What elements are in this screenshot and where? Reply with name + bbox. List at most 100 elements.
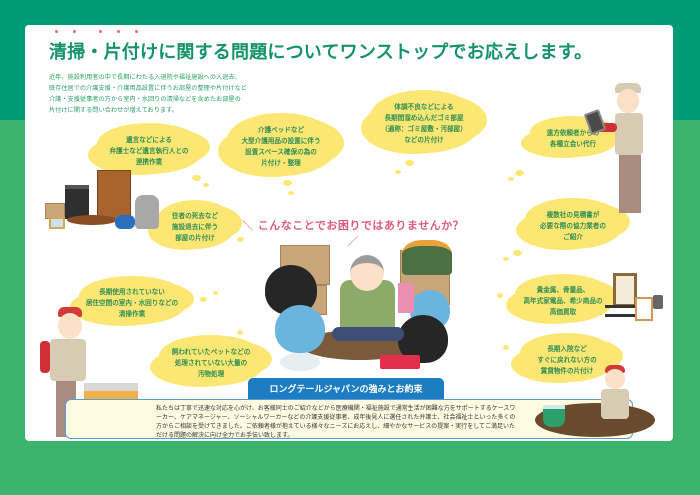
- bubble-will: 遺言などによる 弁護士など遺言執行人との 連携作業: [95, 128, 203, 174]
- sword-rack: [605, 305, 639, 317]
- intro-text: 近年、施設利用者の中で長期にわたる入退院や福祉施設への入退去、 既存住居での介護…: [49, 72, 289, 116]
- bubble-puff: [497, 293, 503, 298]
- bubble-line: 居住空間の室内・水回りなどの: [85, 298, 179, 307]
- bubble-puff: [395, 170, 401, 174]
- bubble-line: 汚物処理: [197, 369, 225, 378]
- elderly-man-head: [350, 255, 384, 291]
- bubble-puff: [288, 191, 294, 195]
- bubble-unused-home: 長期使用されていない 居住空間の室内・水回りなどの 清掃作業: [77, 281, 187, 325]
- bubble-line: 各種立会い代行: [549, 140, 597, 148]
- worker-arm: [40, 341, 50, 373]
- bubble-puff: [515, 170, 524, 176]
- worker-vest: [601, 389, 629, 419]
- clipboard-icon: [635, 297, 653, 321]
- bubble-line: 住者の死去など: [171, 211, 219, 220]
- bubble-puff: [283, 180, 292, 186]
- antiques-illustration: [605, 273, 665, 333]
- bubble-line: 介護ベッドなど: [257, 126, 305, 134]
- bubble-puff: [503, 345, 509, 350]
- bubble-pet: 飼われていたペットなどの 処理されていない大量の 汚物処理: [157, 340, 265, 386]
- worker-head: [605, 369, 625, 389]
- intro-line: 既存住居での介護支援・介護用品設置に伴うお部屋の整理や片付けなど: [49, 85, 247, 92]
- bubble-puff: [513, 250, 522, 256]
- bubble-puff: [237, 330, 243, 335]
- worker-head: [617, 89, 639, 113]
- bubble-line: 弁護士など遺言執行人との: [109, 146, 189, 155]
- bubble-line: 施設退去に伴う: [171, 222, 219, 231]
- red-box: [380, 355, 420, 369]
- floor-cleaning-illustration: [535, 365, 665, 441]
- bubble-puff: [508, 177, 514, 181]
- bubble-line: 設置スペース確保の為の: [245, 148, 317, 156]
- emphasis-dots: [49, 30, 249, 36]
- bubble-line: （通称：ゴミ屋敷・汚部屋）: [381, 125, 467, 133]
- intro-line: 片付けに関する問い合わせが増えております。: [49, 107, 178, 114]
- shopping-bag: [398, 283, 414, 313]
- buddhist-altar: [65, 185, 89, 219]
- blue-bag: [115, 215, 135, 229]
- cluttered-room-illustration: [260, 235, 460, 375]
- headline-slash-right: ／: [347, 235, 359, 248]
- bubble-precious: 貴金属、骨董品、 高年式家電品、希少商品の 高価買取: [513, 279, 613, 323]
- massage-chair: [135, 195, 159, 229]
- worker-cap: [58, 307, 82, 317]
- promise-body: 私たちは丁寧で迅速な対応を心がけ、お客様同士のご紹介などから医療機関・福祉施設で…: [156, 405, 516, 439]
- intro-line: 介護・支援従事者の方から室内・水回りの清掃などを含めたお部屋の: [49, 96, 241, 103]
- bubble-line: 部屋の片付け: [175, 233, 215, 242]
- intro-line: 近年、施設利用者の中で長期にわたる入退院や福祉施設への入退去、: [49, 74, 241, 81]
- hanging-scroll: [613, 273, 637, 307]
- bubble-line: 賃貸物件の片付け: [540, 366, 594, 375]
- bubble-line: すぐに戻れない方の: [537, 355, 597, 364]
- bubble-puff: [213, 291, 218, 295]
- bubble-puff: [503, 257, 509, 261]
- bucket-icon: [543, 405, 565, 427]
- bubble-line: 清掃作業: [118, 309, 146, 318]
- trash-bag-blue: [275, 305, 325, 353]
- bubble-line: 長期使用されていない: [99, 287, 165, 296]
- plastic-bottles: [280, 353, 320, 371]
- bubble-puff: [405, 160, 414, 166]
- bubble-line: 長期入院など: [547, 344, 587, 353]
- bubble-trash-room: 体調不良などによる 長期間溜め込んだゴミ部屋 （通称：ゴミ屋敷・汚部屋） などの…: [368, 95, 480, 153]
- flyer-card: 清掃・片付けに関する問題についてワンストップでお応えします。 近年、施設利用者の…: [25, 25, 673, 441]
- bubble-line: 貴金属、骨董品、: [536, 285, 590, 294]
- center-headline: ＼ こんなことでお困りではありませんか？ ／: [238, 217, 468, 249]
- bubble-estimates: 複数社の見積書が 必要な際の協力業者の ご紹介: [523, 203, 623, 249]
- bubble-line: 大型介護用品の設置に伴う: [241, 137, 321, 145]
- wardrobe: [97, 170, 131, 220]
- bubble-line: 高価買取: [549, 307, 577, 316]
- low-table: [67, 215, 117, 225]
- worker-head: [58, 313, 82, 339]
- page-title: 清掃・片付けに関する問題についてワンストップでお応えします。: [49, 42, 593, 63]
- bubble-puff: [200, 297, 207, 302]
- bubble-line: 遺言などによる: [126, 135, 172, 144]
- headline-slash-left: ＼: [241, 219, 254, 232]
- bubble-puff: [237, 237, 244, 242]
- bubble-line: 体調不良などによる: [394, 103, 454, 111]
- bubble-rental: 長期入院など すぐに戻れない方の 賃貸物件の片付け: [518, 338, 616, 382]
- worker-vest: [615, 113, 643, 155]
- bubble-puff: [192, 175, 201, 181]
- furniture-illustration: [45, 165, 165, 235]
- bubble-line: 長期間溜め込んだゴミ部屋: [384, 114, 464, 122]
- bubble-puff: [203, 183, 209, 187]
- worker-with-tablet-illustration: [583, 83, 665, 223]
- calculator-icon: [653, 295, 663, 309]
- bubble-line: 片付け・整理: [261, 159, 301, 167]
- title-block: 清掃・片付けに関する問題についてワンストップでお応えします。: [49, 30, 593, 64]
- elderly-man-legs: [332, 327, 404, 341]
- picture-frame: [49, 217, 65, 229]
- bubble-line: 連携作業: [135, 157, 163, 166]
- bubble-line: 遠方依頼者からの: [546, 129, 600, 137]
- bubble-deceased: 住者の死去など 施設退去に伴う 部屋の片付け: [155, 205, 235, 249]
- worker-arm: [595, 123, 617, 132]
- worker-cap: [615, 83, 641, 93]
- bubble-line: などの片付け: [404, 136, 444, 144]
- worker-legs: [619, 155, 641, 213]
- bubble-care-bed: 介護ベッドなど 大型介護用品の設置に伴う 設置スペース確保の為の 片付け・整理: [225, 118, 337, 176]
- bubble-line: 必要な際の協力業者の: [540, 221, 606, 230]
- worker-vest: [50, 339, 86, 381]
- bubble-line: 高年式家電品、希少商品の: [523, 296, 603, 305]
- bubble-line: ご紹介: [563, 232, 583, 241]
- bubble-line: 処理されていない大量の: [174, 358, 248, 367]
